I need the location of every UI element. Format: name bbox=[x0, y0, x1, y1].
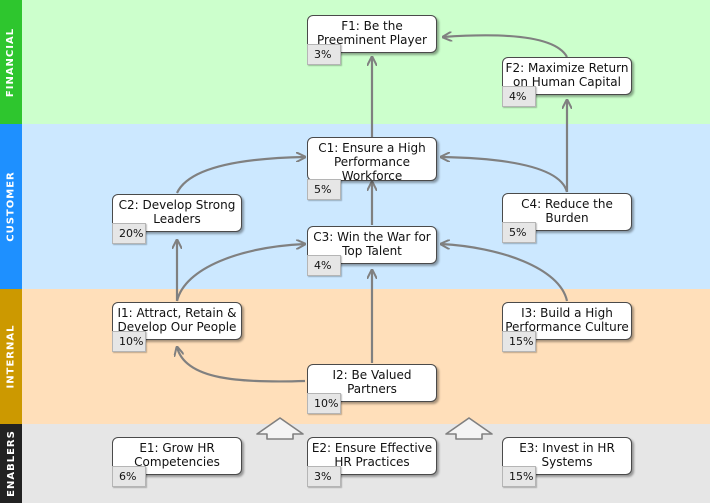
objective-i1[interactable]: I1: Attract, Retain & Develop Our People… bbox=[112, 302, 242, 352]
objective-c2[interactable]: C2: Develop Strong Leaders 20% bbox=[112, 194, 242, 244]
objective-c4[interactable]: C4: Reduce the Burden 5% bbox=[502, 193, 632, 243]
objective-c3-weight: 4% bbox=[307, 255, 341, 276]
objective-i2-title: I2: Be Valued Partners bbox=[332, 368, 412, 396]
objective-c1-title: C1: Ensure a High Performance Workforce bbox=[318, 141, 426, 183]
objective-i3-weight: 15% bbox=[502, 331, 536, 352]
internal-band-label: INTERNAL bbox=[0, 289, 22, 424]
objective-f2-title: F2: Maximize Return on Human Capital bbox=[505, 61, 629, 89]
objective-e2[interactable]: E2: Ensure Effective HR Practices 3% bbox=[307, 437, 437, 487]
objective-e3[interactable]: E3: Invest in HR Systems 15% bbox=[502, 437, 632, 487]
objective-f2-weight: 4% bbox=[502, 86, 536, 107]
objective-c3[interactable]: C3: Win the War for Top Talent 4% bbox=[307, 226, 437, 276]
objective-i1-title: I1: Attract, Retain & Develop Our People bbox=[117, 306, 237, 334]
objective-f2[interactable]: F2: Maximize Return on Human Capital 4% bbox=[502, 57, 632, 107]
objective-c4-title: C4: Reduce the Burden bbox=[521, 197, 613, 225]
objective-c2-weight: 20% bbox=[112, 223, 146, 244]
objective-i3-title: I3: Build a High Performance Culture bbox=[505, 306, 629, 334]
objective-c3-title: C3: Win the War for Top Talent bbox=[313, 230, 431, 258]
customer-label-text: CUSTOMER bbox=[5, 171, 17, 242]
enablers-label-text: ENABLERS bbox=[5, 430, 17, 497]
objective-e2-title: E2: Ensure Effective HR Practices bbox=[311, 441, 433, 469]
objective-i1-weight: 10% bbox=[112, 331, 146, 352]
objective-c2-title: C2: Develop Strong Leaders bbox=[118, 198, 236, 226]
objective-f1[interactable]: F1: Be the Preeminent Player 3% bbox=[307, 15, 437, 65]
objective-e1[interactable]: E1: Grow HR Competencies 6% bbox=[112, 437, 242, 487]
objective-e3-weight: 15% bbox=[502, 466, 536, 487]
objective-e1-weight: 6% bbox=[112, 466, 146, 487]
objective-f1-weight: 3% bbox=[307, 44, 341, 65]
objective-e2-weight: 3% bbox=[307, 466, 341, 487]
objective-e1-title: E1: Grow HR Competencies bbox=[134, 441, 220, 469]
objective-i3[interactable]: I3: Build a High Performance Culture 15% bbox=[502, 302, 632, 352]
objective-c1[interactable]: C1: Ensure a High Performance Workforce … bbox=[307, 137, 437, 200]
objective-i2[interactable]: I2: Be Valued Partners 10% bbox=[307, 364, 437, 414]
internal-label-text: INTERNAL bbox=[5, 324, 17, 389]
objective-c1-weight: 5% bbox=[307, 179, 341, 200]
objective-f1-title: F1: Be the Preeminent Player bbox=[317, 19, 427, 47]
objective-c4-weight: 5% bbox=[502, 222, 536, 243]
customer-band-label: CUSTOMER bbox=[0, 124, 22, 289]
financial-band-label: FINANCIAL bbox=[0, 0, 22, 124]
objective-i2-weight: 10% bbox=[307, 393, 341, 414]
objective-e3-title: E3: Invest in HR Systems bbox=[519, 441, 615, 469]
financial-label-text: FINANCIAL bbox=[5, 27, 17, 97]
enablers-band-label: ENABLERS bbox=[0, 424, 22, 503]
